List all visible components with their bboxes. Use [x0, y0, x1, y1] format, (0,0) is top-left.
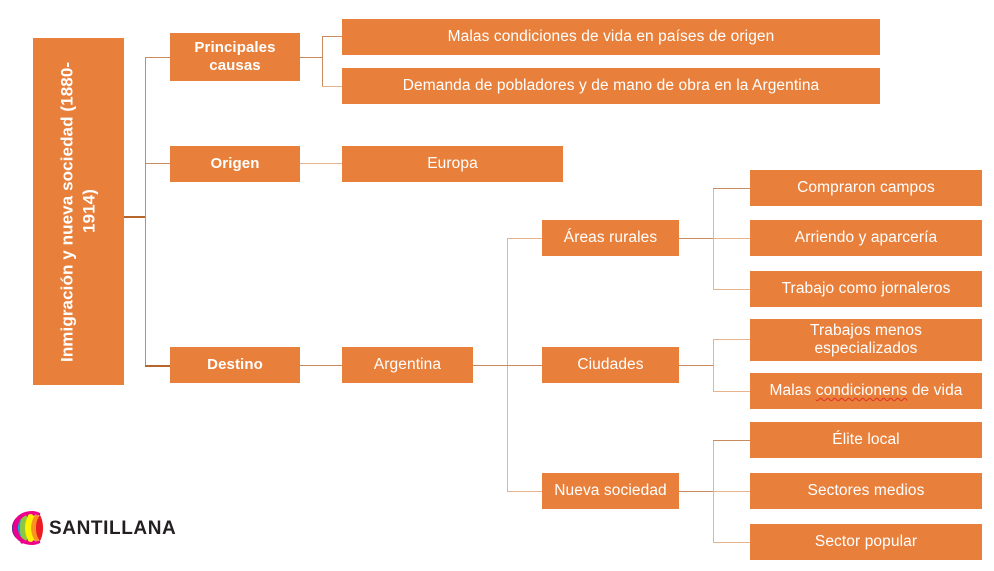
santillana-swoosh-icon [10, 509, 44, 547]
node-trabajo-jornaleros-label: Trabajo como jornaleros [781, 279, 951, 297]
node-sectores-medios[interactable]: Sectores medios [750, 473, 982, 509]
node-malas-condiciones-origen[interactable]: Malas condiciones de vida en países de o… [342, 19, 880, 55]
node-destino-label: Destino [207, 356, 263, 374]
node-elite-local-label: Élite local [832, 430, 900, 448]
node-ciudades-label: Ciudades [577, 355, 644, 373]
connector-main-trunk [145, 57, 146, 366]
node-argentina[interactable]: Argentina [342, 347, 473, 383]
node-sector-popular-label: Sector popular [814, 532, 918, 550]
node-nueva-sociedad-label: Nueva sociedad [554, 481, 667, 499]
connector-areas-leaf-3 [713, 289, 750, 290]
connector-ciudades-leaf-1 [713, 339, 750, 340]
connector-causas-child-2 [322, 86, 342, 87]
node-compraron-campos[interactable]: Compraron campos [750, 170, 982, 206]
node-malas-condicionens-vida-prefix: Malas [769, 381, 816, 399]
connector-argentina-child-2 [507, 365, 542, 366]
connector-destino-argentina [300, 365, 342, 366]
node-europa[interactable]: Europa [342, 146, 563, 182]
santillana-logo: SANTILLANA [10, 506, 176, 550]
connector-areas-leaf-2 [713, 238, 750, 239]
node-root-label: Inmigración y nueva sociedad (1880-1914) [57, 61, 99, 362]
node-malas-condicionens-vida[interactable]: Malas condicionens de vida [750, 373, 982, 409]
connector-nueva-sociedad-leaf-1 [713, 440, 750, 441]
node-destino[interactable]: Destino [170, 347, 300, 383]
node-europa-label: Europa [427, 154, 478, 172]
connector-areas-leaf-1 [713, 188, 750, 189]
connector-argentina-child-1 [507, 238, 542, 239]
node-argentina-label: Argentina [373, 355, 442, 373]
connector-ciudades-stem [679, 365, 713, 366]
node-areas-rurales[interactable]: Áreas rurales [542, 220, 679, 256]
node-trabajos-menos-especializados-line1: Trabajos menos [810, 321, 922, 339]
node-areas-rurales-label: Áreas rurales [563, 228, 658, 246]
connector-argentina-stem [473, 365, 507, 366]
node-trabajos-menos-especializados[interactable]: Trabajos menos especializados [750, 319, 982, 361]
node-trabajo-jornaleros[interactable]: Trabajo como jornaleros [750, 271, 982, 307]
node-principales-causas[interactable]: Principales causas [170, 33, 300, 81]
connector-causas-stem [300, 57, 322, 58]
connector-to-causas [145, 57, 170, 58]
node-malas-condiciones-origen-label: Malas condiciones de vida en países de o… [447, 27, 775, 45]
connector-causas-child-1 [322, 36, 342, 37]
connector-nueva-sociedad-leaf-2 [713, 491, 750, 492]
node-demanda-pobladores[interactable]: Demanda de pobladores y de mano de obra … [342, 68, 880, 104]
node-origen[interactable]: Origen [170, 146, 300, 182]
node-root[interactable]: Inmigración y nueva sociedad (1880-1914) [33, 38, 124, 385]
connector-to-origen [145, 163, 170, 164]
connector-to-destino [145, 365, 170, 367]
node-sector-popular[interactable]: Sector popular [750, 524, 982, 560]
node-sectores-medios-label: Sectores medios [807, 481, 925, 499]
node-principales-causas-label: Principales causas [194, 39, 276, 74]
santillana-wordmark: SANTILLANA [49, 517, 177, 539]
connector-areas-stem [679, 238, 713, 239]
connector-root-stem [124, 216, 146, 218]
node-arriendo-aparceria-label: Arriendo y aparcería [794, 228, 938, 246]
node-ciudades[interactable]: Ciudades [542, 347, 679, 383]
connector-areas-trunk [713, 188, 714, 290]
node-malas-condicionens-vida-misspelled-word: condicionens [815, 381, 908, 399]
connector-ciudades-leaf-2 [713, 391, 750, 392]
node-trabajos-menos-especializados-line2: especializados [814, 340, 918, 357]
node-nueva-sociedad[interactable]: Nueva sociedad [542, 473, 679, 509]
node-demanda-pobladores-label: Demanda de pobladores y de mano de obra … [402, 76, 820, 94]
connector-argentina-trunk [507, 238, 508, 491]
node-arriendo-aparceria[interactable]: Arriendo y aparcería [750, 220, 982, 256]
node-malas-condicionens-vida-suffix: de vida [907, 381, 963, 399]
connector-origen-europa [300, 163, 342, 164]
node-origen-label: Origen [210, 155, 260, 173]
connector-ciudades-trunk [713, 339, 714, 391]
connector-causas-trunk [322, 36, 323, 87]
node-compraron-campos-label: Compraron campos [797, 178, 935, 196]
connector-nueva-sociedad-leaf-3 [713, 542, 750, 543]
connector-argentina-child-3 [507, 491, 542, 492]
connector-nueva-sociedad-stem [679, 491, 713, 492]
node-elite-local[interactable]: Élite local [750, 422, 982, 458]
